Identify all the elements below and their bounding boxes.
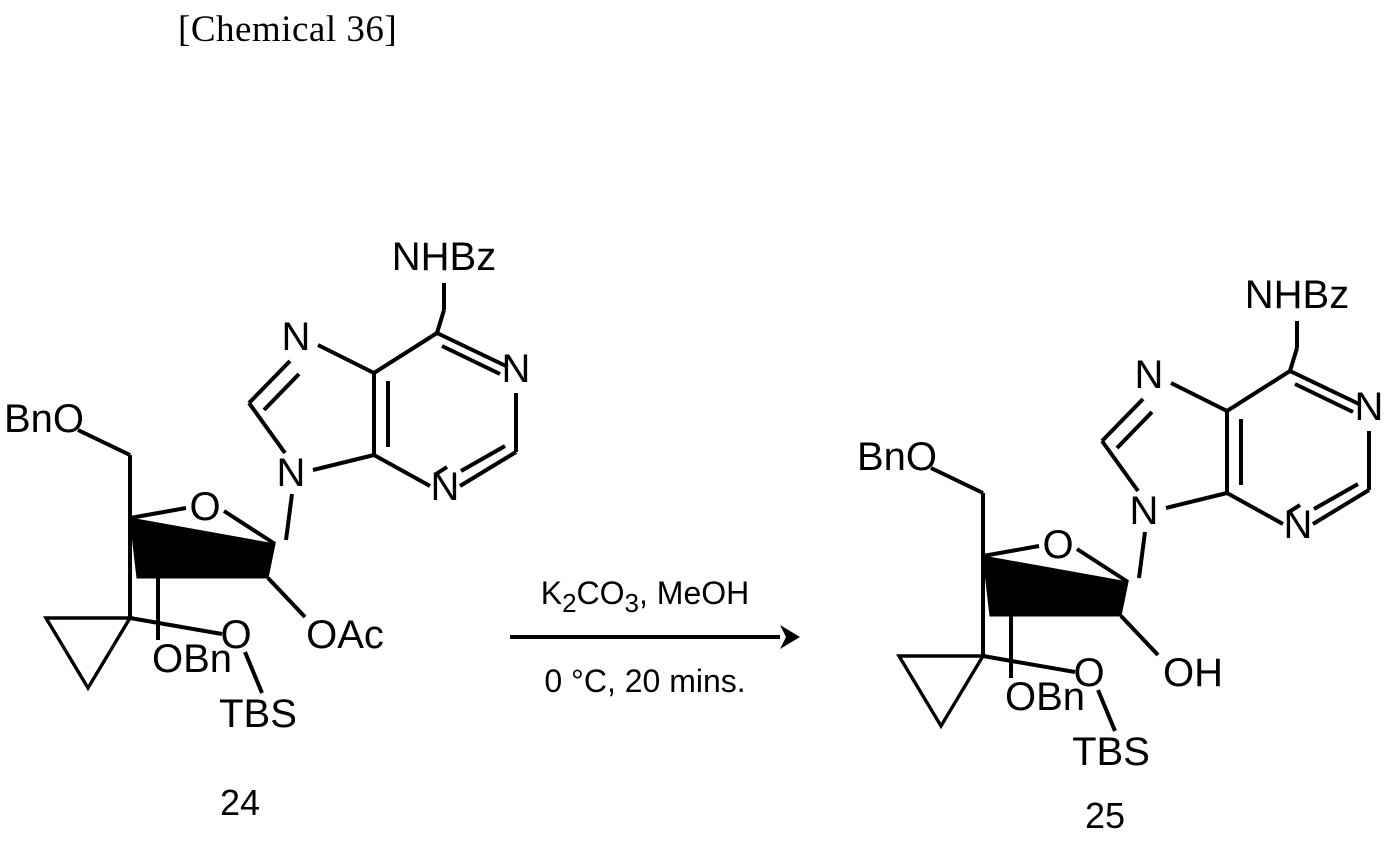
otbs-oxygen-label-24: O — [220, 613, 251, 657]
bond-c2-n3-double-25 — [1313, 482, 1359, 511]
bond-c5prime-obn-25 — [930, 466, 984, 495]
n3-label-24: N — [431, 465, 460, 509]
n7-label-25: N — [1135, 353, 1164, 397]
n3-label-25: N — [1284, 503, 1313, 547]
n7-label-24: N — [282, 315, 311, 359]
tbs-label-24: TBS — [219, 692, 297, 736]
compound-number-25: 25 — [1085, 795, 1125, 836]
bond-c2-n3-double-24 — [460, 444, 506, 473]
reagent-solvent-text: , MeOH — [639, 575, 749, 611]
reagent-co-subscript: 3 — [625, 588, 639, 618]
bond-c4-n7-24 — [317, 343, 375, 375]
bond-c6-n6-25 — [1288, 347, 1299, 372]
furanose-ring-24: O BnO OBn O TBS OAc — [4, 397, 384, 736]
reaction-arrow-group: K2CO3, MeOH 0 °C, 20 mins. — [510, 575, 800, 699]
bond-c8-n9-25 — [1100, 439, 1140, 493]
n9-label-25: N — [1130, 489, 1159, 533]
n1-label-24: N — [502, 347, 531, 391]
figure-title: [Chemical 36] — [178, 9, 398, 50]
reagent-k-subscript: 2 — [562, 588, 576, 618]
compound-24-structure: NHBz N N N N — [4, 235, 530, 823]
otbs-oxygen-label-25: O — [1073, 651, 1104, 695]
bond-o4prime-c1prime-24 — [222, 509, 277, 546]
bno-label-24: BnO — [4, 397, 84, 441]
bond-n3-c5-25 — [1226, 491, 1284, 526]
reaction-arrow-head — [780, 625, 800, 649]
tbs-label-25: TBS — [1072, 730, 1150, 774]
bond-o4prime-c1prime-25 — [1075, 547, 1130, 584]
bond-n3-c2-double-a-24 — [434, 465, 449, 476]
oac-label-24: OAc — [306, 613, 384, 657]
purine-base-25: NHBz N N N N — [1100, 273, 1384, 579]
bno-label-25: BnO — [857, 435, 937, 479]
furanose-ring-25: O BnO OBn O TBS OH — [857, 435, 1223, 774]
obn-label-25: OBn — [1005, 675, 1085, 719]
bond-n9-c1prime-24 — [284, 493, 294, 541]
purine-base-24: NHBz N N N N — [247, 235, 531, 541]
bond-c2prime-oac-24 — [266, 576, 307, 619]
bond-n7-c8-double-25 — [1115, 410, 1154, 450]
bond-c4prime-o4prime-25 — [982, 544, 1040, 558]
n1-label-25: N — [1355, 385, 1384, 429]
obn-label-24: OBn — [152, 637, 232, 681]
bond-c2-n3-24 — [458, 450, 518, 488]
reagent-k-text: K — [541, 575, 562, 611]
bond-n7-c8-24 — [247, 359, 292, 405]
bond-n3-c5-24 — [373, 453, 431, 488]
reagents-above-arrow: K2CO3, MeOH — [541, 575, 750, 618]
bond-c6-n6-24 — [435, 309, 446, 334]
bond-c2prime-oh-25 — [1119, 614, 1160, 657]
ring-oxygen-label-25: O — [1042, 523, 1073, 567]
compound-number-24: 24 — [220, 782, 260, 823]
conditions-below-arrow: 0 °C, 20 mins. — [544, 663, 745, 699]
bond-c4-c6-25 — [1225, 369, 1292, 413]
n9-label-24: N — [277, 451, 306, 495]
bond-c5prime-obn-24 — [77, 428, 131, 457]
bond-c2-n3-25 — [1311, 488, 1371, 526]
bond-c6-n1-25 — [1289, 369, 1360, 406]
compound-25-structure: NHBz N N N N O BnO — [857, 273, 1383, 836]
bond-n7-c8-25 — [1100, 397, 1145, 443]
bond-c8-n9-24 — [247, 401, 287, 455]
bond-c6-n1-double-24 — [441, 344, 501, 376]
bond-cq-otbs-25 — [982, 654, 1076, 674]
oh-label-25: OH — [1163, 651, 1223, 695]
cyclopropyl-ring-24 — [42, 616, 134, 692]
bond-n9-c5-25 — [1165, 491, 1228, 510]
bond-c4prime-o4prime-24 — [129, 506, 187, 520]
bond-c4-c6-24 — [372, 331, 439, 375]
bond-c4-n7-25 — [1170, 381, 1228, 413]
bond-c6-n1-24 — [436, 331, 507, 368]
bond-n9-c1prime-25 — [1137, 531, 1147, 579]
reagent-co-text: CO — [577, 575, 625, 611]
nhbz-label-25: NHBz — [1245, 273, 1349, 317]
bond-c6-n1-double-25 — [1294, 382, 1354, 414]
bond-n3-c2-double-a-25 — [1287, 503, 1302, 514]
cyclopropyl-ring-25 — [895, 654, 987, 730]
bond-n9-c5-24 — [312, 453, 375, 472]
bond-o-tbs-24 — [243, 651, 264, 694]
bond-o-tbs-25 — [1096, 689, 1117, 732]
bond-cq-otbs-24 — [129, 616, 223, 636]
bond-n7-c8-double-24 — [262, 372, 301, 412]
ring-oxygen-label-24: O — [189, 485, 220, 529]
nhbz-label-24: NHBz — [392, 235, 496, 279]
